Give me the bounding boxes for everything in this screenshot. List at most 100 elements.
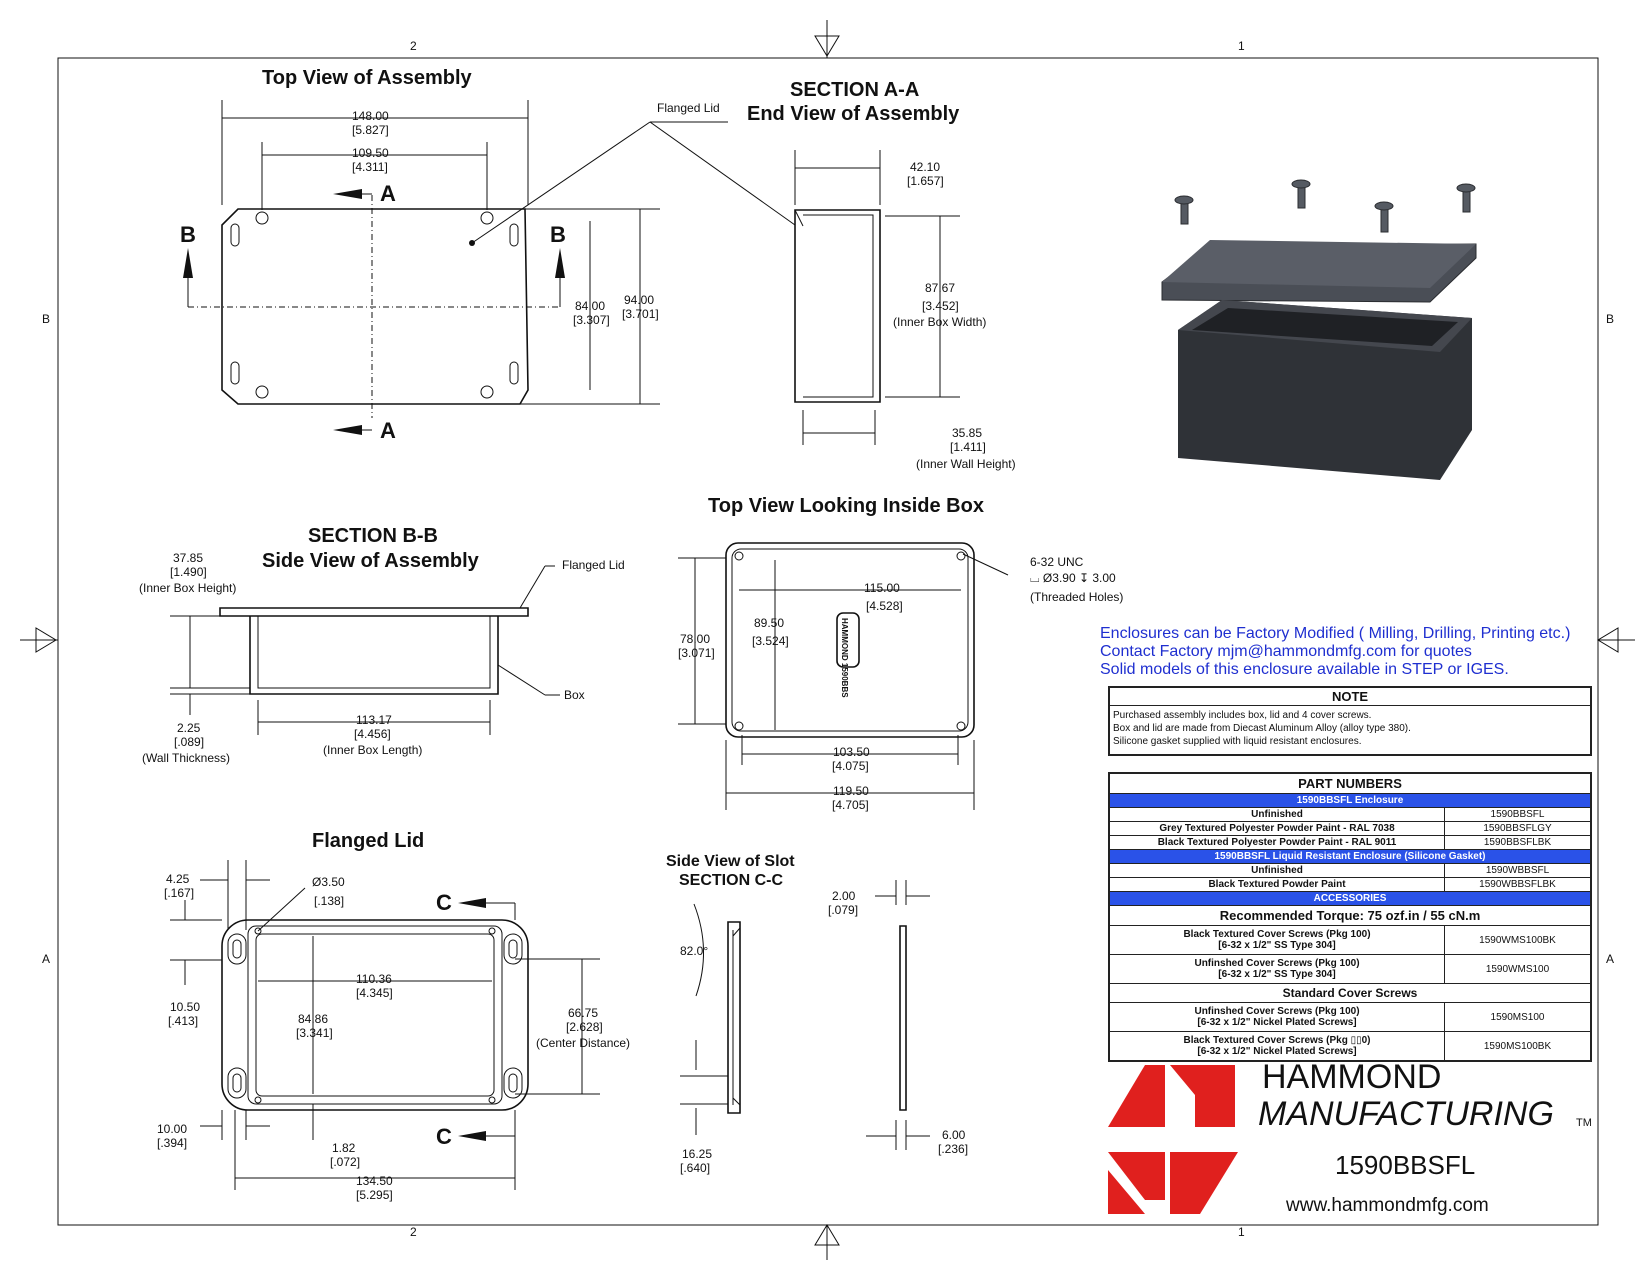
center-mark-bottom	[814, 1224, 840, 1260]
dim-value: 2.25	[177, 721, 201, 735]
center-mark-right	[1597, 627, 1635, 653]
hammond-logo-mark	[1108, 1065, 1238, 1214]
table-row: Black Textured Polyester Powder Paint - …	[1110, 836, 1590, 850]
dim-value: [.079]	[828, 903, 858, 917]
thread-spec: (Threaded Holes)	[1030, 590, 1123, 604]
dim-value: [3.071]	[678, 646, 715, 660]
row-desc: Black Textured Polyester Powder Paint - …	[1110, 836, 1445, 849]
dim-value: Ø3.50	[312, 875, 345, 889]
logo-emboss: HAMMOND 1590BBS	[840, 618, 849, 698]
dim-value: [3.701]	[622, 307, 659, 321]
row-part: 1590BBSFLGY	[1483, 823, 1552, 834]
dim-value: 87.67	[925, 281, 955, 295]
view-subtitle: SECTION C-C	[679, 872, 783, 889]
row-desc: Unfinished	[1110, 808, 1445, 821]
modification-info: Enclosures can be Factory Modified ( Mil…	[1100, 625, 1620, 679]
row-part: 1590BBSFL	[1490, 809, 1545, 820]
note-line: Box and lid are made from Diecast Alumin…	[1113, 723, 1411, 734]
table-header: PART NUMBERS	[1298, 776, 1402, 791]
dim-value: 110.36	[356, 972, 392, 986]
grid-label: 2	[410, 39, 417, 53]
dim-value: 113.17	[356, 713, 392, 727]
dim-value: [.072]	[330, 1155, 360, 1169]
dim-value: 94.00	[624, 293, 654, 307]
view-title: Side View of Slot	[666, 853, 795, 870]
dim-value: 6.00	[942, 1128, 966, 1142]
row-desc: Black Textured Powder Paint	[1110, 878, 1445, 891]
dim-value: 42.10	[910, 160, 940, 174]
view-title: Flanged Lid	[312, 830, 424, 852]
dim-value: 10.50	[170, 1000, 200, 1014]
dim-value: 1.82	[332, 1141, 356, 1155]
section-marker: A	[380, 418, 396, 443]
model-number: 1590BBSFL	[1335, 1150, 1476, 1180]
dim-value: 84.86	[298, 1012, 328, 1026]
row-part: 1590BBSFLBK	[1483, 837, 1552, 848]
table-subheader: Standard Cover Screws	[1282, 986, 1418, 1000]
enclosure-illustration	[1161, 179, 1477, 480]
view-subtitle: End View of Assembly	[747, 103, 960, 125]
dim-value: 82.0°	[680, 944, 708, 958]
center-mark-left	[20, 627, 58, 653]
row-part: 1590WBBSFLBK	[1479, 879, 1556, 890]
table-row: Black Textured Cover Screws (Pkg 100)[6-…	[1110, 926, 1590, 955]
brand-name: HAMMOND	[1262, 1058, 1442, 1096]
row-desc: [6-32 x 1/2" Nickel Plated Screws]	[1197, 1017, 1357, 1028]
center-mark-top	[814, 20, 840, 58]
row-desc: [6-32 x 1/2" Nickel Plated Screws]	[1197, 1046, 1357, 1057]
row-desc: Unfinished	[1110, 864, 1445, 877]
table-section: ACCESSORIES	[1110, 892, 1590, 905]
dim-value: [4.075]	[832, 759, 869, 773]
table-row: Unfinished 1590WBBSFL	[1110, 864, 1590, 878]
table-row: Unfinshed Cover Screws (Pkg 100)[6-32 x …	[1110, 955, 1590, 984]
dim-value: 148.00	[352, 109, 389, 123]
inside-view: Top View Looking Inside Box HAMMOND 1590…	[678, 495, 1123, 812]
dim-value: 10.00	[157, 1122, 187, 1136]
website-link[interactable]: www.hammondmfg.com	[1286, 1195, 1489, 1216]
dim-value: 103.50	[833, 745, 870, 759]
section-aa: SECTION A-A End View of Assembly 42.10 […	[747, 79, 1016, 471]
dim-value: [.167]	[164, 886, 194, 900]
grid-label: 1	[1238, 1225, 1245, 1239]
row-desc: Black Textured Cover Screws (Pkg 100)	[1183, 929, 1371, 940]
dim-value: [4.311]	[352, 160, 388, 174]
dim-value: 134.50	[356, 1174, 393, 1188]
dim-value: [.394]	[157, 1136, 187, 1150]
note-line: Purchased assembly includes box, lid and…	[1113, 710, 1372, 721]
row-desc: Grey Textured Polyester Powder Paint - R…	[1110, 822, 1445, 835]
table-section: 1590BBSFL Liquid Resistant Enclosure (Si…	[1110, 850, 1590, 863]
dim-value: 84.00	[575, 299, 605, 313]
dim-value: 66.75	[568, 1006, 598, 1020]
dim-value: (Wall Thickness)	[142, 751, 230, 765]
note-box: NOTE Purchased assembly includes box, li…	[1108, 686, 1592, 756]
dim-value: [.640]	[680, 1161, 710, 1175]
view-title: Top View Looking Inside Box	[708, 495, 984, 517]
dim-value: (Inner Box Width)	[893, 315, 986, 329]
grid-label: B	[42, 312, 50, 326]
dim-value: [4.528]	[866, 599, 903, 613]
callout-label: Box	[564, 688, 585, 702]
dim-value: 2.00	[832, 889, 856, 903]
dim-value: 4.25	[166, 872, 190, 886]
row-desc: Black Textured Cover Screws (Pkg ▯▯0)	[1183, 1035, 1371, 1046]
section-marker: B	[180, 222, 196, 247]
table-row: Black Textured Powder Paint 1590WBBSFLBK	[1110, 878, 1590, 892]
table-row: Unfinished 1590BBSFL	[1110, 808, 1590, 822]
dim-value: [5.827]	[352, 123, 389, 137]
brand-name-2: MANUFACTURING	[1258, 1095, 1554, 1133]
note-line: Silicone gasket supplied with liquid res…	[1113, 736, 1362, 747]
row-part: 1590MS100BK	[1483, 1040, 1552, 1052]
thread-spec: ⌴ Ø3.90 ↧ 3.00	[1030, 571, 1116, 585]
thread-spec: 6-32 UNC	[1030, 555, 1084, 569]
row-part: 1590WMS100BK	[1479, 934, 1556, 946]
row-desc: [6-32 x 1/2" SS Type 304]	[1218, 969, 1336, 980]
section-marker: C	[436, 890, 452, 915]
dim-value: [.089]	[174, 735, 204, 749]
dim-value: [.138]	[314, 894, 344, 908]
dim-value: (Inner Wall Height)	[916, 457, 1016, 471]
dim-value: [3.524]	[752, 634, 789, 648]
section-marker: C	[436, 1124, 452, 1149]
row-part: 1590WBBSFL	[1485, 865, 1550, 876]
row-part: 1590MS100	[1490, 1011, 1545, 1023]
dim-value: [4.705]	[832, 798, 869, 812]
